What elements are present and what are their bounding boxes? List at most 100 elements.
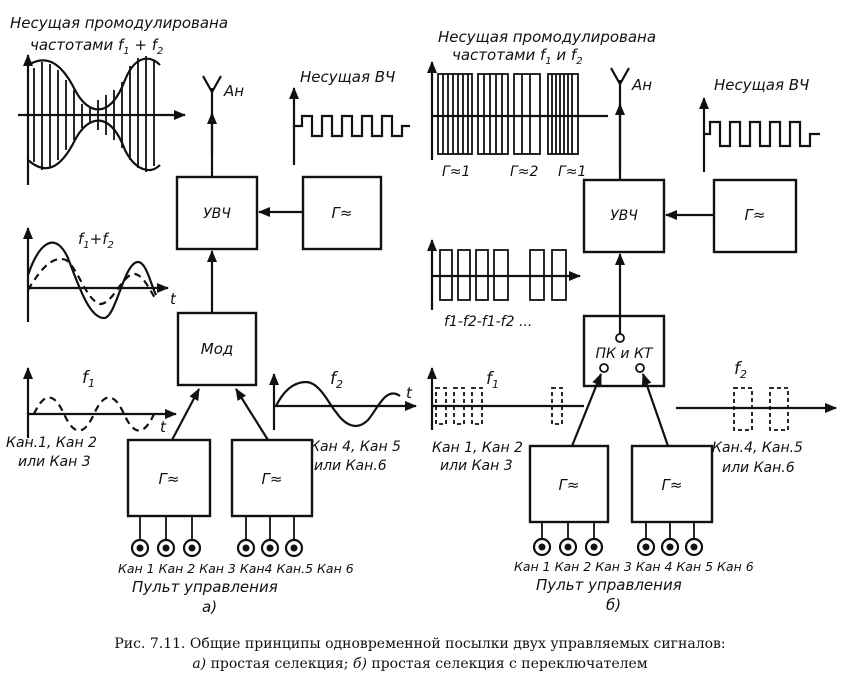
envelope-lower [27, 119, 161, 172]
antenna-label: Ан [223, 82, 244, 100]
f2-solid-wave [275, 380, 401, 428]
control-buttons-a [130, 516, 304, 558]
f2-signal-plot-a: f2 t [269, 369, 417, 430]
panel-letter-b: б) [606, 596, 621, 614]
modulated-carrier-plot-a: Несущая промодулирована частотами f1 + f… [10, 14, 228, 185]
f2-dashed-pulses [733, 387, 789, 431]
arrow-genleft-to-mod [171, 388, 200, 441]
uvch-label: УВЧ [203, 206, 231, 222]
button-dot [162, 544, 170, 552]
arrow-genright-to-mod [235, 388, 269, 441]
arrow-genright-to-switch [641, 373, 670, 447]
f2-label: f2 [330, 369, 343, 391]
pulse-label-2: Г≈2 [510, 164, 539, 180]
uvch-label: УВЧ [610, 208, 638, 224]
channels-left-line2: или Кан 3 [18, 454, 91, 470]
f2-pulses-plot-b: f2 [676, 359, 837, 431]
hf-carrier-plot-b: Несущая ВЧ [699, 76, 820, 172]
uvch-block-b [582, 178, 666, 254]
button-dot [690, 543, 698, 551]
switch-label: ПК и КТ [596, 346, 654, 362]
pulse-burst-4 [547, 73, 579, 155]
button-leads [541, 522, 695, 540]
t-label: t [170, 290, 177, 308]
generator-left-block-a [126, 438, 212, 518]
button-dot [666, 543, 674, 551]
f1-dashed-pulses [435, 387, 563, 425]
antenna-a: Ан [202, 75, 244, 155]
hf-generator-block-a [301, 175, 383, 251]
button-dot [590, 543, 598, 551]
button-dot [242, 544, 250, 552]
hf-carrier-plot-a: Несущая ВЧ [289, 68, 410, 165]
f1-label: f1 [486, 369, 499, 391]
f1-label: f1 [82, 368, 95, 390]
hf-generator-label: Г≈ [332, 204, 353, 222]
button-dot [290, 544, 298, 552]
sequence-pulses [439, 249, 567, 301]
switch-contact-left [599, 363, 609, 373]
generator-left-label: Г≈ [559, 476, 580, 494]
caption-line2: а) простая селекция; б) простая селекция… [192, 656, 647, 672]
antenna-icon [610, 67, 630, 87]
carrier-mod-title-line2: частотами f1 + f2 [30, 36, 163, 57]
antenna-icon [202, 75, 222, 95]
arrow-genleft-to-switch [570, 373, 603, 447]
carrier-mod-title-line2: частотами f1 и f2 [452, 46, 583, 67]
switch-contact-right [635, 363, 645, 373]
sum-label: f1+f2 [78, 230, 114, 251]
button-leads [139, 516, 295, 541]
pulse-modulated-carrier-plot-b: Г≈1 Г≈2 Г≈1 [427, 61, 608, 180]
antenna-label: Ан [631, 76, 652, 94]
switch-contact-top [615, 333, 625, 343]
button-dot [564, 543, 572, 551]
f1-signal-plot-a: f1 t [23, 367, 177, 438]
mod-block [176, 311, 258, 387]
f1-dashed-wave [32, 396, 156, 432]
control-buttons-b [532, 522, 704, 557]
t-label: t [406, 384, 413, 402]
carrier-oscillation [33, 56, 155, 172]
channels-right-line1: Кан 4, Кан 5 [310, 439, 401, 455]
pulse-burst-3 [513, 73, 541, 155]
panel-b: Несущая промодулирована частотами f1 и f… [427, 28, 837, 614]
caption-line1: Рис. 7.11. Общие принципы одновременной … [114, 636, 725, 652]
carrier-hf-wave [294, 114, 410, 138]
sequence-label: f1-f2-f1-f2 ... [444, 314, 532, 330]
mod-label: Мод [201, 340, 234, 358]
buttons-label: Кан 1 Кан 2 Кан 3 Кан 4 Кан 5 Кан 6 [514, 559, 754, 574]
hf-generator-block-b [712, 178, 798, 254]
generator-right-block-b [630, 444, 714, 524]
channels-right-line2: или Кан.6 [314, 458, 387, 474]
channels-left-line1: Кан 1, Кан 2 [432, 440, 523, 456]
generator-right-block-a [230, 438, 314, 518]
pulse-burst-1 [437, 73, 473, 155]
carrier-hf-label: Несущая ВЧ [300, 68, 395, 86]
sequence-plot-b: f1-f2-f1-f2 ... [427, 239, 581, 330]
t-label: t [160, 418, 167, 436]
button-dot [136, 544, 144, 552]
pulse-label-3: Г≈1 [558, 164, 586, 180]
channels-right-line2: или Кан.6 [722, 460, 795, 476]
envelope-upper [27, 57, 161, 111]
sum-dashed-wave [27, 257, 157, 306]
channels-left-line2: или Кан 3 [440, 458, 513, 474]
button-dot [538, 543, 546, 551]
generator-right-label: Г≈ [662, 476, 683, 494]
antenna-b: Ан [610, 67, 652, 170]
panel-letter-a: а) [202, 598, 217, 616]
button-dot [266, 544, 274, 552]
buttons-label: Кан 1 Кан 2 Кан 3 Кан4 Кан.5 Кан 6 [118, 561, 354, 576]
generator-left-label: Г≈ [159, 470, 180, 488]
button-dot [188, 544, 196, 552]
carrier-hf-label: Несущая ВЧ [714, 76, 809, 94]
pulse-label-1: Г≈1 [442, 164, 470, 180]
sum-solid-wave [26, 241, 157, 320]
channels-right-line1: Кан.4, Кан.5 [712, 440, 803, 456]
generator-left-block-b [528, 444, 610, 524]
f1-pulses-plot-b: f1 [427, 367, 584, 430]
hf-generator-label: Г≈ [745, 206, 766, 224]
pulse-burst-2 [477, 73, 509, 155]
carrier-mod-title-line1: Несущая промодулирована [10, 14, 228, 32]
